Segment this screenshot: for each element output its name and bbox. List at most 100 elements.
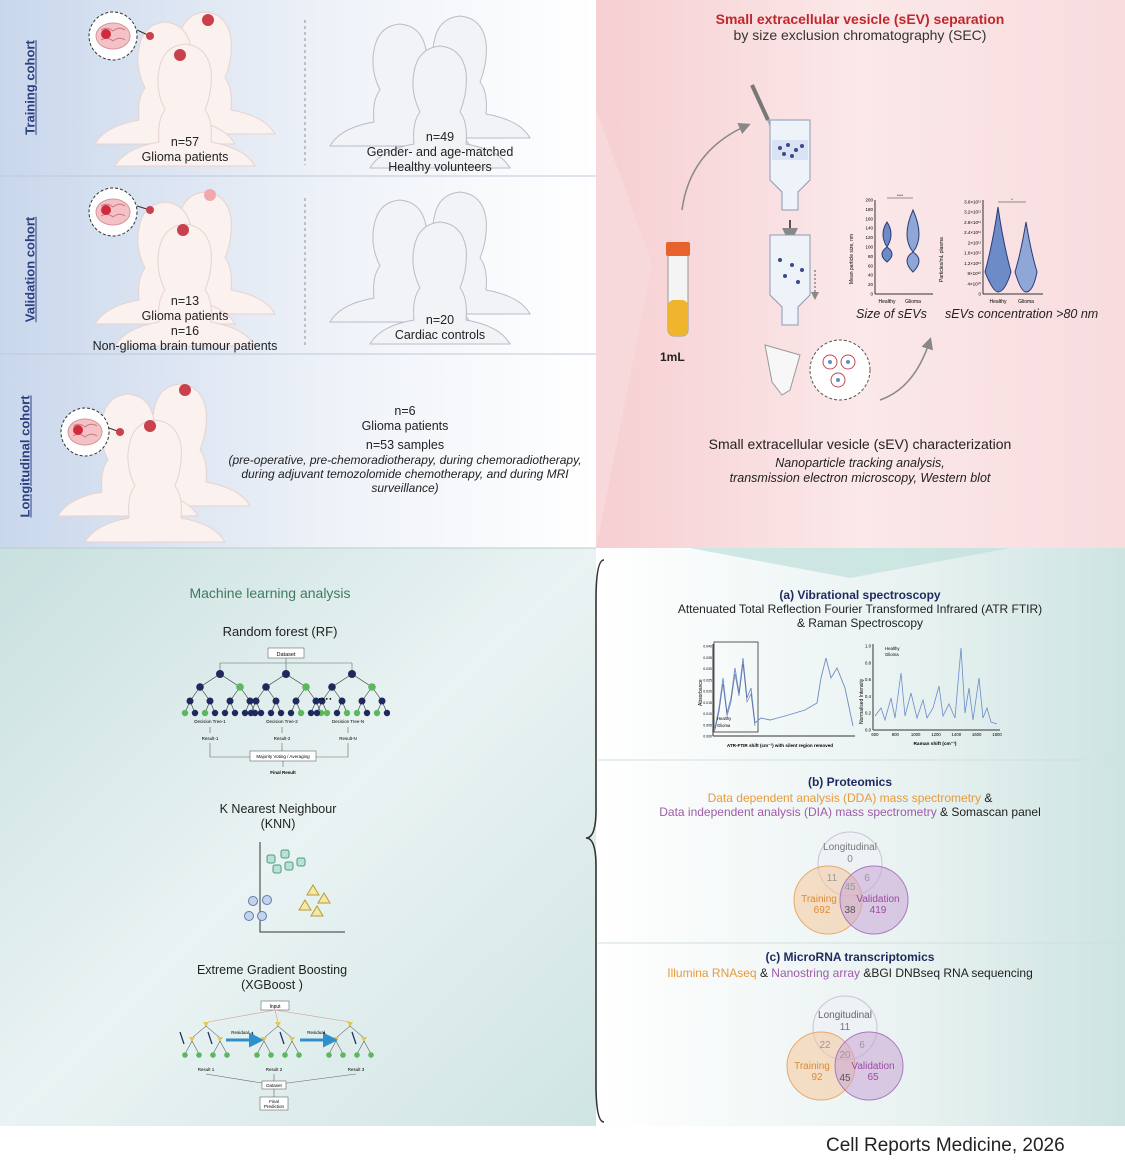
xgb-leaf (326, 1052, 332, 1058)
validation-cardiac-desc: Cardiac controls (394, 328, 486, 342)
size-tick-8: 40 (868, 273, 874, 278)
xgb-title1: Extreme Gradient Boosting (196, 963, 348, 977)
proteomics-amp1: & (981, 791, 993, 805)
size-tick-0: 200 (865, 198, 873, 203)
training-glioma-text: n=57 Glioma patients (90, 135, 280, 165)
mirna-venn-validation: Validation (851, 1061, 894, 1072)
rf-node (236, 683, 244, 691)
conc-caption: sEVs concentration >80 nm (945, 307, 1099, 321)
mirna-title: (c) MicroRNA transcriptomics (765, 950, 935, 964)
validation-glioma-text: n=13 Glioma patients n=16 Non-glioma bra… (60, 294, 310, 354)
conc-tick-5: 1.6×10¹¹ (964, 251, 981, 256)
rf-leaf (307, 709, 315, 717)
mirna-venn-validation-n: 65 (867, 1072, 879, 1083)
rf-node (282, 670, 290, 678)
size-tick-4: 120 (865, 235, 873, 240)
conc-group-glioma: Glioma (1018, 299, 1034, 305)
ftir-tick-6: 0.010 (703, 712, 712, 716)
mirna-illumina: Illumina RNAseq (667, 966, 757, 980)
ftir-tick-5: 0.015 (703, 701, 712, 705)
xgb-leaf (182, 1052, 188, 1058)
rf-voting: Majority Voting / Averaging (256, 754, 310, 759)
spectro-header: (a) Vibrational spectroscopy Attenuated … (640, 588, 1080, 630)
rf-leaf (211, 709, 219, 717)
sev-title-block: Small extracellular vesicle (sEV) separa… (660, 11, 1060, 43)
rf-leaf (241, 709, 249, 717)
rf-node (358, 697, 366, 705)
rf-node (328, 683, 336, 691)
xgb-result-3: Result 3 (348, 1067, 365, 1072)
mirna-venn-longitudinal: Longitudinal (818, 1010, 872, 1021)
validation-cardiac-text: n=20 Cardiac controls (340, 313, 540, 343)
training-healthy-text: n=49 Gender- and age-matched Healthy vol… (330, 130, 550, 175)
conc-tick-2: 2.8×10¹¹ (964, 220, 981, 225)
raman-xtick-4: 1400 (952, 732, 962, 737)
rf-leaf (247, 709, 255, 717)
rf-leaf (313, 709, 321, 717)
proteomics-dia: Data independent analysis (DIA) mass spe… (659, 805, 937, 819)
rf-node (272, 697, 280, 705)
rf-tree-1: Decision Tree-1 (194, 719, 226, 724)
xgb-node (289, 1037, 295, 1042)
longitudinal-note2: during adjuvant temozolomide chemotherap… (241, 467, 569, 481)
proteomics-venn-training: Training (801, 894, 837, 905)
size-tick-10: 0 (870, 292, 873, 297)
rf-leaf (353, 709, 361, 717)
conc-tick-3: 2.4×10¹¹ (964, 230, 981, 235)
xgb-title: Extreme Gradient Boosting (XGBoost ) (172, 963, 372, 993)
ftir-tick-4: 0.020 (703, 690, 712, 694)
rf-title: Random forest (RF) (222, 624, 338, 639)
conc-tick-7: 8×10¹⁰ (968, 271, 982, 276)
mirna-venn-tv: 45 (839, 1073, 851, 1084)
rf-node (216, 670, 224, 678)
size-tick-2: 160 (865, 216, 873, 221)
rf-leaf (191, 709, 199, 717)
size-tick-1: 180 (865, 207, 873, 212)
random-forest-diagram: Dataset ● ● ● ● Decision Tree-1 Decision… (181, 647, 390, 775)
svg-text:● ● ● ●: ● ● ● ● (319, 696, 333, 701)
sev-char-line2: transmission electron microscopy, Wester… (729, 471, 991, 485)
rf-tree-2: Decision Tree-2 (266, 719, 298, 724)
conc-tick-4: 2×10¹¹ (968, 240, 982, 245)
spectro-line1: Attenuated Total Reflection Fourier Tran… (677, 602, 1043, 616)
mirna-venn-training: Training (794, 1061, 830, 1072)
size-y-label: Mean particle size, nm (849, 234, 855, 284)
longitudinal-n2: n=53 samples (365, 438, 445, 452)
rf-leaf (181, 709, 189, 717)
xgb-final-1: Final (269, 1099, 279, 1104)
size-caption: Size of sEVs (856, 307, 927, 321)
rf-leaf (221, 709, 229, 717)
xgb-residual-2: Residual (307, 1030, 325, 1035)
xgb-node (275, 1022, 281, 1027)
validation-cardiac-n: n=20 (425, 313, 455, 327)
raman-x-label: Raman shift (cm⁻¹) (913, 741, 956, 747)
mirna-venn-lt: 22 (819, 1040, 831, 1051)
ftir-y-label: Absorbance (698, 679, 704, 706)
rf-node (246, 697, 254, 705)
sev-title: Small extracellular vesicle (sEV) separa… (715, 11, 1005, 27)
proteomics-venn-longitudinal: Longitudinal (823, 842, 877, 853)
conc-group-healthy: Healthy (990, 299, 1007, 305)
ftir-x-label: ATR-FTIR shift (cm⁻¹) with silent region… (727, 743, 833, 748)
xgb-node (347, 1022, 353, 1027)
longitudinal-text: n=6 Glioma patients n=53 samples (pre-op… (220, 404, 590, 495)
rf-leaf (323, 709, 331, 717)
sample-volume: 1mL (660, 350, 685, 364)
xgb-leaf (282, 1052, 288, 1058)
proteomics-header: (b) Proteomics Data dependent analysis (… (615, 775, 1085, 819)
ftir-legend-healthy: Healthy (717, 716, 732, 721)
raman-ytick-4: 0.2 (865, 711, 872, 716)
xgb-leaf (254, 1052, 260, 1058)
conc-tick-9: 0 (978, 292, 981, 297)
footer-citation: Cell Reports Medicine, 2026 (826, 1135, 1065, 1156)
xgb-leaf (296, 1052, 302, 1058)
xgb-node (217, 1037, 223, 1042)
rf-node (292, 697, 300, 705)
rf-node (186, 697, 194, 705)
training-glioma-n: n=57 (170, 135, 200, 149)
sec-illustration (666, 84, 934, 401)
sev-char-title: Small extracellular vesicle (sEV) charac… (708, 436, 1012, 452)
training-cohort-label: Training cohort (22, 40, 38, 135)
rf-result-n: Result-N (339, 736, 357, 741)
mirna-venn-training-n: 92 (811, 1072, 823, 1083)
